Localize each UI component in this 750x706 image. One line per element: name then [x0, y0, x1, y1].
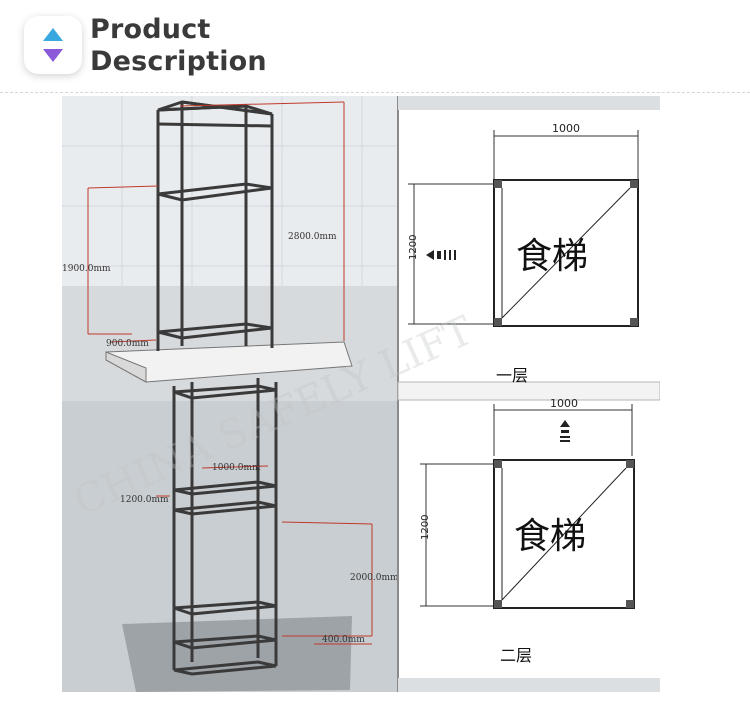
dim-pit: 400.0mm [322, 635, 365, 645]
plan2-floor-label: 二层 [500, 646, 532, 665]
title-line-2: Description [90, 46, 267, 77]
plan-floor-1: 1000 1200 食梯 一层 [408, 122, 639, 385]
triangle-up-icon [43, 28, 63, 41]
plan-floor-2: 1000 1200 食梯 二层 [420, 397, 635, 665]
dim-floor-height: 1900.0mm [62, 264, 111, 274]
dim-platform: 900.0mm [106, 339, 149, 349]
plan1-depth-label: 1200 [408, 235, 419, 260]
dim-total-height: 2800.0mm [288, 232, 337, 242]
render-panel: 2800.0mm 1900.0mm 900.0mm 1000.0mm 1200.… [62, 96, 399, 692]
door-arrow-up-icon [560, 420, 570, 442]
section-title: Product Description [90, 14, 267, 78]
plan2-width-label: 1000 [550, 397, 578, 410]
header: Product Description [0, 0, 750, 92]
elevator-drawing: 2800.0mm 1900.0mm 900.0mm 1000.0mm 1200.… [62, 96, 661, 692]
plan2-shaft [493, 459, 635, 609]
plan2-depth-label: 1200 [420, 515, 431, 540]
header-divider [0, 92, 750, 93]
triangle-down-icon [43, 49, 63, 62]
base-slab [122, 616, 352, 692]
title-line-1: Product [90, 14, 211, 45]
shaft-frame [156, 100, 278, 676]
plan1-width-label: 1000 [552, 122, 580, 135]
plan1-floor-label: 一层 [496, 366, 528, 385]
plans-panel: 1000 1200 食梯 一层 [397, 96, 661, 692]
door-arrow-left-icon [426, 250, 456, 260]
plan2-cabin-label: 食梯 [514, 516, 586, 557]
plan1-cabin-label: 食梯 [516, 236, 588, 277]
scroll-badge[interactable] [24, 16, 82, 74]
dim-depth: 1200.0mm [120, 495, 169, 505]
dim-lower-height: 2000.0mm [350, 573, 399, 583]
dim-width: 1000.0mm [212, 463, 261, 473]
plan1-shaft [493, 179, 639, 327]
